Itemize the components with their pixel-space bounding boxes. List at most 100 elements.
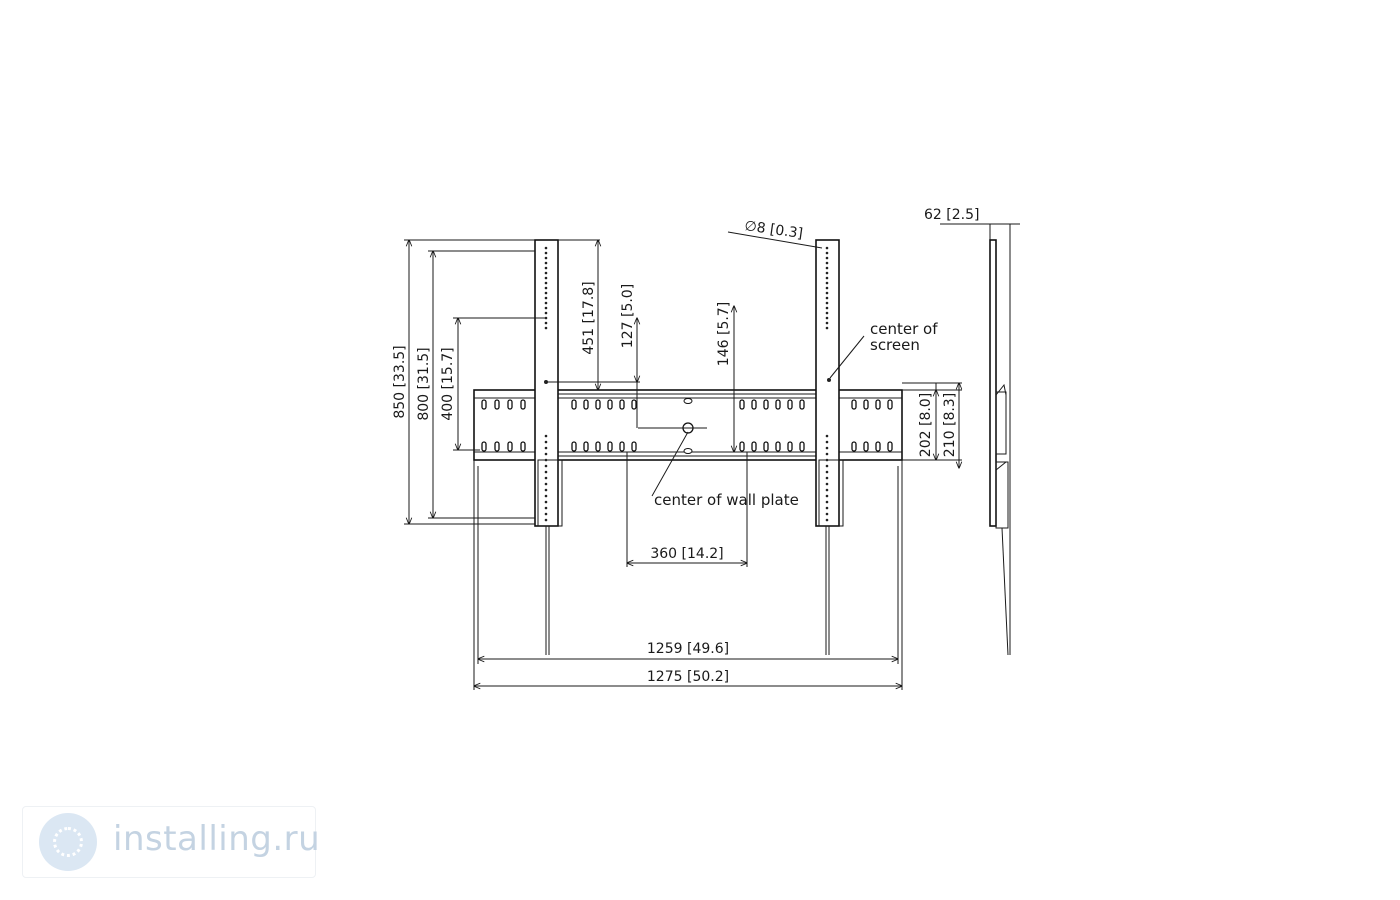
arm-hole (544, 256, 548, 260)
dim-hole-span: 400 [15.7] (440, 347, 456, 420)
arm-hole (544, 251, 548, 255)
wall-plate-slots (481, 399, 893, 452)
arm-hole (825, 321, 829, 325)
arm-hole (825, 251, 829, 255)
wall-plate-slot (739, 441, 745, 452)
wall-plate-slot (775, 441, 781, 452)
dim-lines-left (404, 240, 545, 524)
wall-plate-slot (619, 399, 625, 410)
wall-plate-slot (763, 399, 769, 410)
center-of-wall-plate-label: center of wall plate (651, 431, 799, 509)
arm-hole (544, 326, 548, 330)
arm-hole (544, 452, 548, 456)
svg-text:202 [8.0]: 202 [8.0] (918, 393, 934, 457)
arm-hole (825, 271, 829, 275)
svg-text:127 [5.0]: 127 [5.0] (620, 284, 636, 348)
arm-hole (544, 266, 548, 270)
wall-plate-slot (739, 399, 745, 410)
left-arm-holes (544, 246, 548, 522)
wall-plate-slot (887, 441, 893, 452)
arm-hole (825, 326, 829, 330)
arm-hole (544, 494, 548, 498)
dim-center-span: 360 [14.2] (627, 452, 747, 567)
arm-hole (825, 286, 829, 290)
wall-plate-slot (851, 399, 857, 410)
arm-hole (825, 311, 829, 315)
dim-plate-height-a: 202 [8.0] (918, 393, 934, 457)
side-view: 62 [2.5] (924, 207, 1020, 656)
arm-hole (825, 512, 829, 516)
svg-text:451 [17.8]: 451 [17.8] (581, 281, 597, 354)
dim-center-offset-a: 127 [5.0] (620, 284, 636, 348)
arm-hole (544, 464, 548, 468)
svg-text:400 [15.7]: 400 [15.7] (440, 347, 456, 420)
wall-plate-slot (799, 441, 805, 452)
wall-plate-slot (595, 441, 601, 452)
wall-plate-slot (494, 441, 500, 452)
wall-plate-slot (507, 441, 513, 452)
wall-plate-slot (887, 399, 893, 410)
wall-plate-slot (583, 399, 589, 410)
svg-text:146 [5.7]: 146 [5.7] (716, 302, 732, 366)
arm-hole (825, 301, 829, 305)
wall-plate-slot (583, 441, 589, 452)
wall-plate-slot (481, 399, 487, 410)
watermark: installing.ru (22, 806, 320, 878)
wall-plate-slot (775, 399, 781, 410)
wall-plate-slot (571, 441, 577, 452)
wall-plate-slot (851, 441, 857, 452)
arm-hole (825, 518, 829, 522)
wall-plate-slot (875, 441, 881, 452)
arm-hole (825, 446, 829, 450)
watermark-text: installing.ru (113, 819, 321, 859)
wall-plate-slot (571, 399, 577, 410)
wall-plate-slot (481, 441, 487, 452)
arm-hole (825, 246, 829, 250)
arm-hole (825, 464, 829, 468)
wall-plate-slot (787, 441, 793, 452)
wall-plate-slot (607, 399, 613, 410)
arm-hole (544, 261, 548, 265)
dim-arm-length: 800 [31.5] (416, 347, 432, 420)
arm-hole (825, 506, 829, 510)
arm-hole (544, 518, 548, 522)
arm-hole (825, 500, 829, 504)
wall-plate-slot (595, 399, 601, 410)
wall-plate-slot (631, 399, 637, 410)
arm-hole (544, 440, 548, 444)
arm-hole (544, 316, 548, 320)
wall-plate-slot (875, 399, 881, 410)
wall-plate-slot (607, 441, 613, 452)
arm-hole (825, 440, 829, 444)
wall-plate-slot (799, 399, 805, 410)
screen-center-mark (827, 378, 831, 382)
dim-total-height: 850 [33.5] (392, 345, 408, 418)
wall-plate-slot (507, 399, 513, 410)
arm-hole (544, 281, 548, 285)
svg-text:screen: screen (870, 336, 920, 354)
arm-hole (544, 512, 548, 516)
right-arm-holes (825, 246, 829, 522)
wall-plate-slot (751, 399, 757, 410)
arm-hole (825, 316, 829, 320)
arm-hole (544, 506, 548, 510)
arm-hole (544, 301, 548, 305)
dim-center-offset-b: 146 [5.7] (716, 302, 732, 366)
arm-hole (825, 434, 829, 438)
wall-plate-slot (763, 441, 769, 452)
left-arm (534, 239, 563, 655)
wall-plate-slot (494, 399, 500, 410)
arm-hole (825, 266, 829, 270)
arm-hole (825, 476, 829, 480)
arm-hole (544, 311, 548, 315)
wall-plate-slot (619, 441, 625, 452)
dim-width: 1259 [49.6] 1275 [50.2] (474, 460, 902, 690)
arm-hole (544, 271, 548, 275)
wall-plate-slot (863, 399, 869, 410)
arm-hole (544, 276, 548, 280)
arm-hole (544, 291, 548, 295)
installing-logo-icon (39, 813, 97, 871)
svg-text:62 [2.5]: 62 [2.5] (924, 207, 979, 223)
arm-hole (825, 281, 829, 285)
wall-plate-slot (863, 441, 869, 452)
